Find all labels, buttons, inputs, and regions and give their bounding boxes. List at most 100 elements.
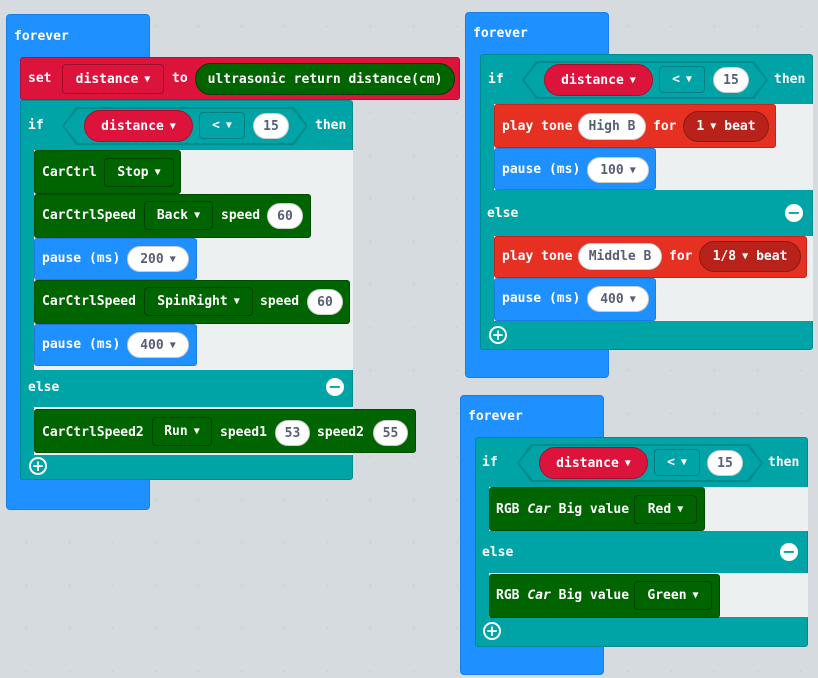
- play-tone-label: play tone: [502, 119, 573, 134]
- set-label: set: [28, 71, 52, 86]
- plus-circle-icon[interactable]: +: [29, 457, 47, 475]
- to-label: to: [172, 71, 188, 86]
- carctrlspeed2-label: CarCtrlSpeed2: [42, 425, 144, 440]
- minus-circle-icon[interactable]: −: [326, 378, 344, 396]
- dropdown-arrow-icon: ▼: [169, 120, 176, 132]
- pause-value: 400: [600, 291, 624, 307]
- run-value: Run: [164, 424, 188, 439]
- dropdown-arrow-icon: ▼: [225, 120, 232, 131]
- distance-variable-reporter[interactable]: distance ▼: [544, 64, 653, 96]
- pause-value: 400: [140, 337, 164, 353]
- tone-value: High B: [588, 119, 636, 134]
- if-label: if: [482, 455, 498, 470]
- speed2-label: speed2: [317, 425, 364, 440]
- beat-label: beat: [724, 119, 756, 134]
- rgb-car-label: RGB Car Big value: [496, 502, 629, 518]
- car-label: Car: [527, 502, 551, 517]
- tone-dropdown[interactable]: High B: [578, 113, 646, 140]
- operator-label: <: [212, 118, 220, 133]
- big-value-label: Big value: [558, 588, 630, 603]
- color-value: Red: [647, 502, 672, 517]
- if-label: if: [28, 118, 44, 133]
- pause-label: pause (ms): [42, 251, 121, 266]
- direction-dropdown[interactable]: Back ▼: [144, 201, 213, 230]
- carctrlspeed-label: CarCtrlSpeed: [42, 208, 136, 223]
- for-label: for: [669, 249, 693, 264]
- speed1-label: speed1: [220, 425, 267, 440]
- variable-name: distance: [75, 71, 139, 87]
- if-label: if: [488, 72, 504, 87]
- play-tone-label: play tone: [502, 249, 573, 264]
- big-value-label: Big value: [558, 502, 630, 517]
- speed1-input[interactable]: 53: [275, 420, 310, 446]
- distance-label: distance: [561, 72, 624, 88]
- distance-variable-reporter[interactable]: distance▼: [84, 110, 193, 142]
- speed-value: 60: [277, 208, 293, 224]
- dropdown-arrow-icon: ▼: [233, 296, 240, 307]
- then-label: then: [774, 72, 806, 87]
- dropdown-arrow-icon: ▼: [629, 74, 636, 86]
- plus-circle-icon[interactable]: +: [483, 622, 501, 640]
- then-label: then: [315, 118, 347, 133]
- color-dropdown[interactable]: Red▼: [634, 495, 697, 524]
- operator-dropdown[interactable]: <▼: [659, 66, 705, 93]
- operator-label: <: [667, 455, 675, 470]
- else-label: else: [482, 545, 514, 560]
- pause-value: 200: [140, 251, 164, 267]
- distance-variable-reporter[interactable]: distance▼: [539, 447, 648, 479]
- plus-circle-icon[interactable]: +: [489, 326, 507, 344]
- dropdown-arrow-icon: ▼: [169, 339, 176, 351]
- pause-duration-dropdown[interactable]: 100▼: [587, 157, 649, 183]
- pause-duration-dropdown[interactable]: 200 ▼: [127, 246, 189, 272]
- speed2-input[interactable]: 55: [373, 420, 408, 446]
- forever-label: forever: [473, 26, 528, 41]
- pause-duration-dropdown[interactable]: 400 ▼: [127, 332, 189, 358]
- beat-value: 1/8: [712, 249, 737, 264]
- carctrl-value: Stop: [117, 165, 149, 180]
- else-label: else: [28, 380, 60, 395]
- minus-circle-icon[interactable]: −: [780, 543, 798, 561]
- dropdown-arrow-icon: ▼: [169, 253, 176, 265]
- beat-label: beat: [756, 249, 788, 264]
- color-dropdown[interactable]: Green▼: [634, 581, 712, 610]
- else-label: else: [487, 206, 519, 221]
- ultrasonic-distance-reporter[interactable]: ultrasonic return distance(cm): [195, 63, 455, 95]
- carctrl-label: CarCtrl: [42, 165, 97, 180]
- minus-circle-icon[interactable]: −: [785, 204, 803, 222]
- dropdown-arrow-icon: ▼: [154, 167, 161, 178]
- threshold-input[interactable]: 15: [253, 113, 289, 139]
- forever-label: forever: [14, 29, 69, 44]
- speed-input[interactable]: 60: [307, 289, 343, 315]
- speed-input[interactable]: 60: [267, 203, 303, 229]
- carctrlspeed-label: CarCtrlSpeed: [42, 294, 136, 309]
- dropdown-arrow-icon: ▼: [629, 293, 636, 305]
- threshold-value: 15: [717, 455, 733, 471]
- beat-dropdown[interactable]: 1/8 ▼ beat: [699, 241, 801, 272]
- direction-value: SpinRight: [157, 294, 228, 309]
- operator-dropdown[interactable]: <▼: [654, 449, 700, 476]
- threshold-input[interactable]: 15: [707, 450, 743, 476]
- threshold-value: 15: [723, 72, 739, 88]
- carctrl-dropdown[interactable]: Stop ▼: [104, 158, 174, 187]
- then-label: then: [768, 455, 800, 470]
- direction-dropdown[interactable]: SpinRight ▼: [144, 287, 253, 316]
- forever-label: forever: [468, 409, 523, 424]
- direction-value: Back: [156, 208, 189, 223]
- beat-dropdown[interactable]: 1▼beat: [683, 111, 769, 142]
- tone-dropdown[interactable]: Middle B: [578, 243, 662, 270]
- variable-dropdown[interactable]: distance▼: [62, 64, 164, 94]
- speed1-value: 53: [284, 425, 301, 441]
- pause-label: pause (ms): [42, 337, 121, 352]
- speed-label: speed: [260, 294, 300, 309]
- carctrlspeed2-block[interactable]: [34, 409, 416, 453]
- beat-value: 1: [696, 119, 705, 134]
- threshold-input[interactable]: 15: [713, 67, 749, 93]
- operator-dropdown[interactable]: <▼: [199, 112, 245, 139]
- speed-value: 60: [317, 294, 333, 310]
- pause-duration-dropdown[interactable]: 400 ▼: [587, 286, 649, 312]
- dropdown-arrow-icon: ▼: [194, 210, 201, 221]
- dropdown-arrow-icon: ▼: [742, 251, 749, 262]
- operator-label: <: [672, 72, 680, 87]
- run-dropdown[interactable]: Run▼: [152, 417, 212, 446]
- ultrasonic-label: ultrasonic return distance(cm): [207, 71, 443, 87]
